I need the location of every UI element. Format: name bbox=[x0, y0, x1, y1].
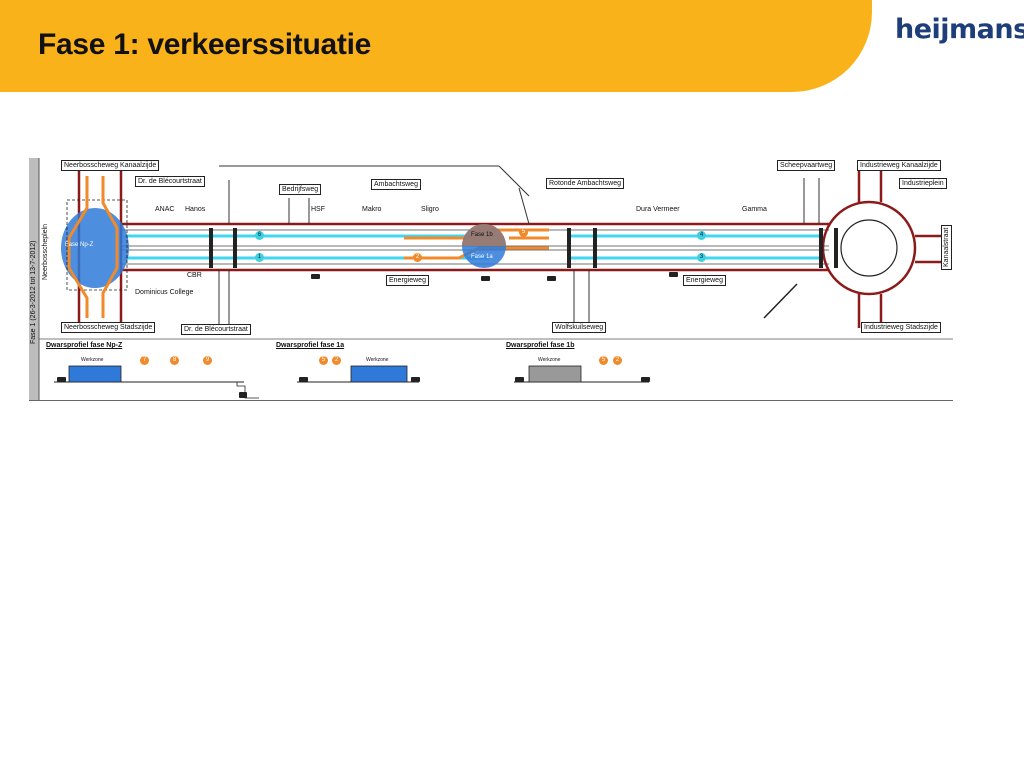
route-badge: 5 bbox=[519, 228, 528, 237]
place-label: Makro bbox=[362, 206, 382, 213]
main-road bbox=[121, 222, 829, 272]
diagram-drawing bbox=[29, 158, 953, 400]
place-label: HSF bbox=[311, 206, 325, 213]
np-z-workzone bbox=[61, 208, 129, 288]
road-label: Dr. de Blécourtstraat bbox=[135, 176, 205, 187]
road-label: Bedrijfsweg bbox=[279, 184, 322, 195]
place-label: Dominicus College bbox=[135, 289, 194, 296]
place-label: Sligro bbox=[421, 206, 439, 213]
profile-1b bbox=[514, 365, 649, 383]
profile-badge: 8 bbox=[170, 356, 179, 365]
road-label: Industrieweg Stadszijde bbox=[861, 322, 941, 333]
profile-title: Dwarsprofiel fase 1b bbox=[506, 342, 575, 349]
route-badge: 1 bbox=[255, 253, 264, 262]
road-label: Industrieweg Kanaalzijde bbox=[857, 160, 941, 171]
place-label: ANAC bbox=[155, 206, 175, 213]
car-icons bbox=[57, 272, 678, 398]
north-arrow bbox=[763, 283, 798, 319]
road-label: Rotonde Ambachtsweg bbox=[546, 178, 624, 189]
profile-title: Dwarsprofiel fase Np-Z bbox=[46, 342, 123, 349]
np-z-arrows bbox=[67, 176, 119, 318]
workzone-label: Werkzone bbox=[366, 357, 389, 363]
header-band bbox=[0, 0, 872, 92]
place-label: Gamma bbox=[742, 206, 767, 213]
heijmans-logo: heijmans bbox=[895, 14, 1024, 45]
route-badge: 4 bbox=[697, 231, 706, 240]
route-badge: 2 bbox=[413, 253, 422, 262]
road-label: Wolfskuilseweg bbox=[552, 322, 607, 333]
profile-badge: 7 bbox=[140, 356, 149, 365]
road-label: Energieweg bbox=[386, 275, 429, 286]
profile-badge: 5 bbox=[319, 356, 328, 365]
place-label: Dura Vermeer bbox=[636, 206, 680, 213]
cyan-lanes bbox=[125, 234, 819, 260]
route-badge: 3 bbox=[697, 253, 706, 262]
right-roundabout bbox=[821, 166, 944, 328]
road-label: Industrieplein bbox=[899, 178, 947, 189]
road-label: Ambachtsweg bbox=[371, 179, 421, 190]
profile-badge: 9 bbox=[203, 356, 212, 365]
profile-badge: 2 bbox=[613, 356, 622, 365]
road-label: Neerbosscheweg Kanaalzijde bbox=[61, 160, 160, 171]
road-label: Neerbosscheweg Stadszijde bbox=[61, 322, 156, 333]
profile-badge: 5 bbox=[599, 356, 608, 365]
profile-np-z bbox=[54, 365, 259, 399]
zone-label: Fase 1a bbox=[471, 254, 493, 260]
side-streets bbox=[218, 165, 820, 328]
road-label: Kanaalstraat bbox=[941, 224, 952, 270]
side-strip bbox=[29, 158, 39, 400]
fase-1b-workzone bbox=[462, 224, 506, 246]
place-label: CBR bbox=[187, 272, 202, 279]
road-label: Scheepvaartweg bbox=[777, 160, 836, 171]
traffic-diagram: Fase 1 (26-3-2012 tot 13-7-2012) Neerbos… bbox=[29, 158, 953, 401]
road-label: Neerbosschepleln bbox=[42, 223, 49, 280]
side-label: Fase 1 (26-3-2012 tot 13-7-2012) bbox=[30, 240, 37, 344]
profile-title: Dwarsprofiel fase 1a bbox=[276, 342, 345, 349]
route-badge: 6 bbox=[255, 231, 264, 240]
road-label: Dr. de Blécourtstraat bbox=[181, 324, 251, 335]
np-z-dashed-box bbox=[66, 199, 128, 291]
profile-badge: 2 bbox=[332, 356, 341, 365]
zone-label: Fase 1b bbox=[471, 232, 493, 238]
zone-label: Fase Np-Z bbox=[65, 242, 94, 248]
profile-1a bbox=[297, 365, 419, 383]
slide-title: Fase 1: verkeerssituatie bbox=[38, 28, 372, 61]
place-label: Hanos bbox=[185, 206, 206, 213]
workzone-label: Werkzone bbox=[81, 357, 104, 363]
crossing-markers bbox=[209, 228, 838, 268]
road-label: Energieweg bbox=[683, 275, 726, 286]
workzone-label: Werkzone bbox=[538, 357, 561, 363]
